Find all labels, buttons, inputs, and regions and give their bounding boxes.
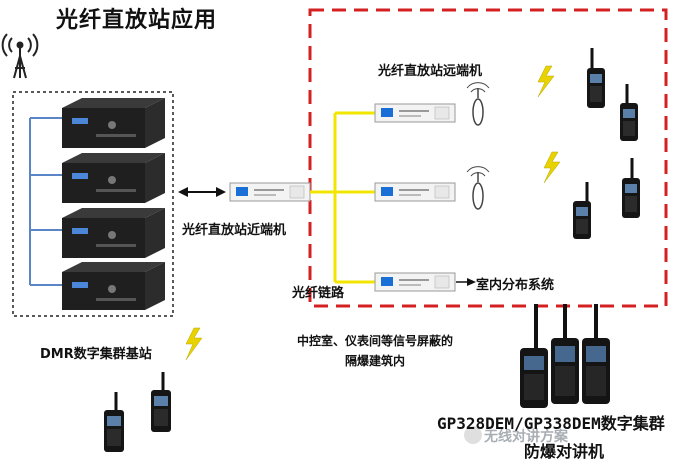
- repeater-unit: [62, 153, 165, 203]
- explosion-proof-radio-icon: [551, 304, 579, 404]
- indoor-antenna-icon: [466, 82, 490, 126]
- radio-icon: [587, 48, 605, 108]
- explosion-proof-radio-icon: [582, 304, 610, 404]
- radio-icon: [104, 392, 124, 452]
- indoor-arrow-icon: [456, 278, 476, 286]
- radio-type-label: 防爆对讲机: [524, 442, 605, 461]
- near-end-unit: [229, 182, 311, 202]
- bidirectional-arrow-icon: [178, 187, 226, 197]
- fiber-links: [310, 111, 375, 284]
- control-room-label-line1: 中控室、仪表间等信号屏蔽的: [297, 334, 454, 348]
- near-end-label: 光纤直放站近端机: [182, 223, 287, 238]
- fiber-link-label: 光纤链路: [292, 286, 345, 301]
- rack-connectors: [29, 117, 62, 286]
- radio-icon: [622, 158, 640, 218]
- control-room-label: 中控室、仪表间等信号屏蔽的 隔爆建筑内: [297, 331, 453, 371]
- repeater-unit: [62, 208, 165, 258]
- far-end-label: 光纤直放站远端机: [378, 64, 483, 79]
- watermark-logo-icon: [464, 426, 482, 444]
- indoor-antenna-icon: [466, 166, 490, 210]
- explosion-proof-radio-icon: [520, 304, 548, 408]
- repeater-unit: [62, 262, 165, 310]
- radio-icon: [573, 182, 591, 239]
- far-end-unit: [374, 182, 456, 202]
- indoor-system-label: 室内分布系统: [476, 278, 555, 293]
- radio-icon: [151, 372, 171, 432]
- lightning-icon: [537, 65, 555, 98]
- diagram-title: 光纤直放站应用: [56, 8, 218, 33]
- watermark-text: 无线对讲方案: [484, 429, 568, 445]
- repeater-unit: [62, 98, 165, 148]
- tower-antenna-icon: [1, 33, 39, 79]
- control-room-label-line2: 隔爆建筑内: [345, 354, 406, 368]
- far-end-unit: [374, 272, 456, 292]
- base-station-label: DMR数字集群基站: [40, 347, 152, 362]
- far-end-unit: [374, 103, 456, 123]
- radio-icon: [620, 84, 638, 141]
- lightning-icon: [543, 151, 561, 184]
- radio-model-label: GP328DEM/GP338DEM数字集群: [437, 414, 665, 433]
- lightning-icon: [185, 327, 203, 361]
- base-station-box: [12, 91, 174, 317]
- shielded-area-border: [308, 8, 668, 308]
